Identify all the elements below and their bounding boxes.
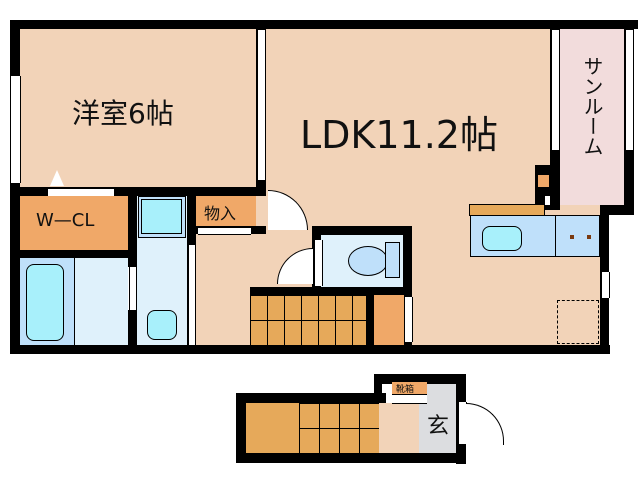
kitchen-sink[interactable] [482, 226, 522, 251]
window-sunroom-inner [551, 30, 560, 150]
stove-burner-icon [587, 235, 591, 239]
washroom [74, 258, 128, 345]
storage-closet [196, 196, 256, 226]
bathtub[interactable] [26, 264, 64, 341]
closet-door[interactable] [404, 297, 413, 342]
ldk-label: LDK11.2帖 [300, 113, 498, 157]
western-room-label: 洋室6帖 [72, 97, 174, 130]
toilet[interactable] [348, 246, 388, 276]
shoe-cabinet-doors[interactable] [392, 394, 427, 404]
western-room [20, 29, 256, 187]
balcony-door[interactable] [601, 272, 610, 298]
window-west [10, 76, 21, 183]
toilet-tank [385, 242, 400, 278]
walk-in-closet [20, 196, 128, 250]
storage-label: 物入 [204, 204, 237, 223]
bath-door[interactable] [129, 267, 137, 317]
window-partition [257, 30, 266, 180]
walk-in-closet-label: W—CL [36, 210, 95, 231]
storage-door[interactable] [198, 227, 251, 235]
stove-burner-icon [570, 235, 574, 239]
sunroom [560, 29, 624, 205]
toilet-door[interactable] [314, 240, 323, 286]
staircase-upper [250, 295, 366, 345]
entrance-label: 玄 [427, 414, 450, 439]
entry-hall [379, 403, 419, 453]
closet-small [374, 295, 404, 345]
window-sunroom-outer [625, 30, 634, 150]
washroom-sliding-door[interactable] [188, 245, 196, 345]
skylight-marker [557, 300, 599, 344]
sunroom-label: サンルーム [580, 56, 604, 156]
shoe-cabinet-label: 靴箱 [396, 385, 415, 395]
shoe-cabinet [392, 382, 427, 394]
wash-basin[interactable] [147, 310, 177, 340]
door-arrow-icon [50, 170, 64, 186]
front-door[interactable] [466, 403, 504, 445]
